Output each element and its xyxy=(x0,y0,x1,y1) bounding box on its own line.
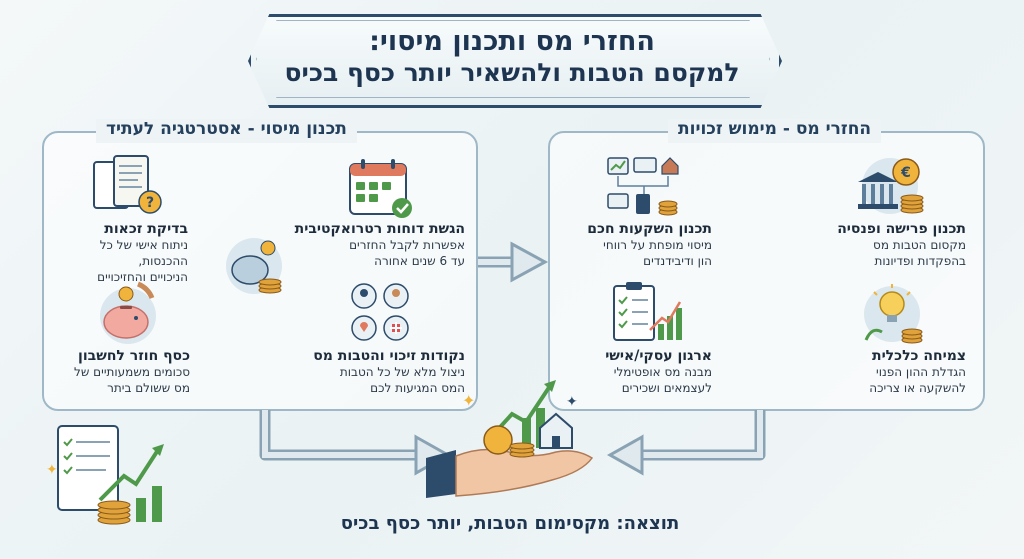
item-desc: לעצמאים ושכירים xyxy=(621,381,712,395)
piggy-coins-icon xyxy=(226,238,282,294)
retro-reports-item: הגשת דוחות רטרואקטיבית אפשרות לקבל החזרי… xyxy=(290,221,465,269)
item-desc: עד 6 שנים אחורה xyxy=(374,254,465,268)
documents-question-icon: ? xyxy=(93,155,162,214)
result-statement: תוצאה: מקסימום הטבות, יותר כסף בכיס xyxy=(340,513,680,534)
item-desc: סכומים משמעותיים של xyxy=(74,365,190,379)
lightbulb-growth-icon xyxy=(864,284,923,344)
economic-growth-item: צמיחה כלכלית הגדלת ההון הפנוי להשקעה או … xyxy=(816,348,966,396)
investment-flow-icon xyxy=(607,157,679,216)
svg-text:€: € xyxy=(900,165,911,181)
item-desc: מס ששולם ביתר xyxy=(107,381,190,395)
pension-planning-item: תכנון פרישה ופנסיה מקסום הטבות מס בהפקדו… xyxy=(806,221,966,269)
item-title: הגשת דוחות רטרואקטיבית xyxy=(294,221,465,237)
clipboard-chart-icon xyxy=(613,282,682,341)
piggy-bank-icon xyxy=(100,281,156,344)
item-title: כסף חוזר לחשבון xyxy=(78,348,190,364)
item-title: בדיקת זכאות xyxy=(104,221,188,237)
tax-credits-item: נקודות זיכוי והטבות מס ניצול מלא של כל ה… xyxy=(300,348,465,396)
svg-text:✦: ✦ xyxy=(566,394,578,410)
item-desc: בהפקדות ופדיונות xyxy=(874,254,966,268)
item-title: צמיחה כלכלית xyxy=(872,348,966,364)
tax-refunds-heading: החזרי מס - מימוש זכויות xyxy=(668,119,882,143)
item-desc: הגדלת ההון הפנוי xyxy=(876,365,966,379)
investment-planning-item: תכנון השקעות חכם מיסוי מופחת על רווחי הו… xyxy=(580,221,712,269)
item-desc: מקסום הטבות מס xyxy=(873,238,966,252)
hand-coins-icon: ✦ ✦ xyxy=(426,380,594,498)
page-title-line2: למקסם הטבות ולהשאיר יותר כסף בכיס xyxy=(284,58,740,87)
item-desc: להשקעה או צריכה xyxy=(869,381,966,395)
svg-text:?: ? xyxy=(146,195,154,211)
arrow-right-bottom-head xyxy=(606,434,644,476)
title-banner xyxy=(248,14,782,108)
eligibility-check-item: בדיקת זכאות ניתוח אישי של כל ההכנסות, הנ… xyxy=(52,221,188,285)
item-desc: מבנה מס אופטימלי xyxy=(613,365,712,379)
svg-text:✦: ✦ xyxy=(46,462,58,478)
item-desc: ניתוח אישי של כל ההכנסות, xyxy=(99,238,188,268)
item-desc: הניכויים והחזיכויים xyxy=(97,270,188,284)
calendar-check-icon xyxy=(349,159,412,218)
item-title: ארגון עסקי/אישי xyxy=(605,348,712,364)
title-banner-inner xyxy=(256,20,770,98)
business-organization-item: ארגון עסקי/אישי מבנה מס אופטימלי לעצמאים… xyxy=(590,348,712,396)
page-title-line1: החזרי מס ותכנון מיסוי: xyxy=(369,26,655,57)
people-benefits-icon xyxy=(351,283,409,341)
item-desc: הון ודיבידנדים xyxy=(643,254,712,268)
item-title: תכנון השקעות חכם xyxy=(587,221,712,237)
item-title: תכנון פרישה ופנסיה xyxy=(837,221,966,237)
item-desc: המס המגיעות לכם xyxy=(370,381,465,395)
item-title: נקודות זיכוי והטבות מס xyxy=(313,348,465,364)
item-desc: ניצול מלא של כל הטבות xyxy=(339,365,465,379)
item-desc: מיסוי מופחת על רווחי xyxy=(603,238,712,252)
arrow-right-head xyxy=(510,241,549,283)
item-desc: אפשרות לקבל החזרים xyxy=(349,238,465,252)
money-back-item: כסף חוזר לחשבון סכומים משמעותיים של מס ש… xyxy=(52,348,190,396)
svg-text:✦: ✦ xyxy=(462,391,475,410)
report-chart-icon: ✦ xyxy=(46,425,164,525)
tax-planning-heading: תכנון מיסוי - אסטרטגיה לעתיד xyxy=(96,119,357,143)
bank-euro-icon: € xyxy=(858,158,924,214)
